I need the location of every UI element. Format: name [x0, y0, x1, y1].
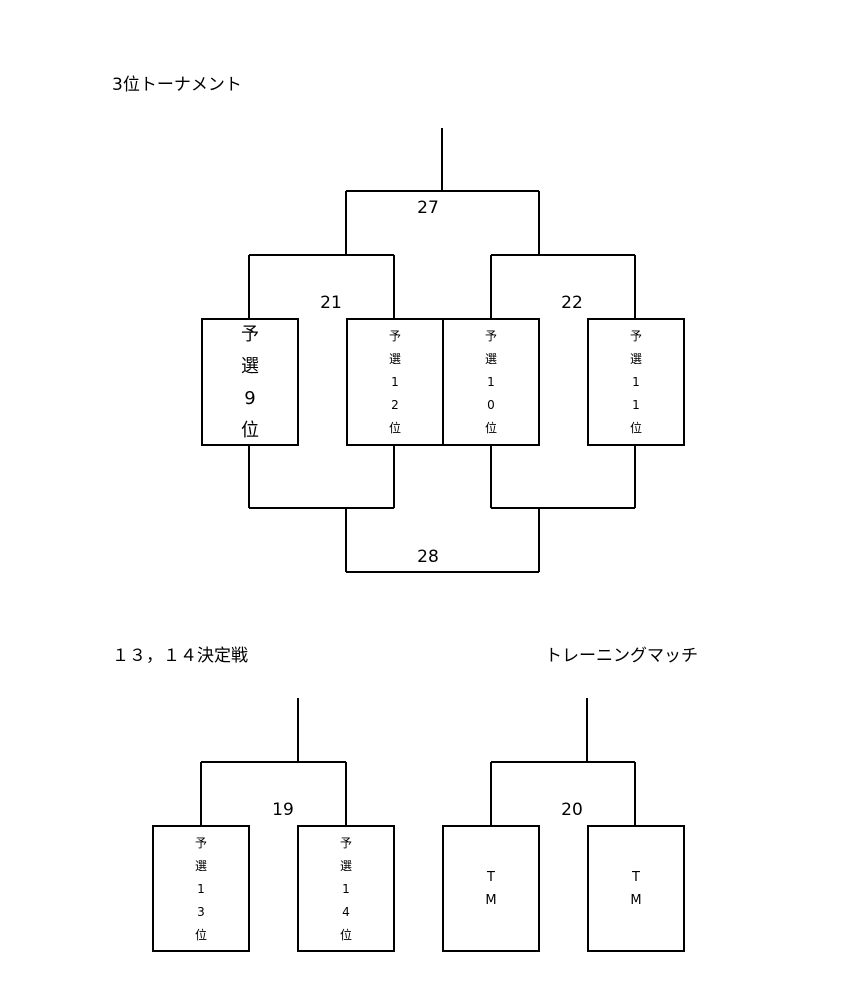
- entry-char: 位: [339, 928, 352, 942]
- entry-char: 1: [391, 375, 399, 389]
- entry-box-tm-right: T M: [587, 825, 685, 952]
- entry-char: 選: [194, 859, 207, 873]
- match-number-27: 27: [417, 198, 439, 218]
- entry-char: 選: [629, 352, 642, 366]
- entry-char: 選: [241, 356, 259, 377]
- entry-box-qualifier-9: 予 選 9 位: [201, 318, 299, 446]
- entry-box-qualifier-14: 予 選 1 4 位: [297, 825, 395, 952]
- entry-box-qualifier-10: 予 選 1 0 位: [442, 318, 540, 446]
- entry-char: 位: [241, 420, 259, 441]
- entry-char: 1: [342, 882, 350, 896]
- entry-char: 3: [197, 905, 205, 919]
- entry-box-qualifier-12: 予 選 1 2 位: [346, 318, 444, 446]
- entry-box-tm-left: T M: [442, 825, 540, 952]
- entry-char: 選: [339, 859, 352, 873]
- entry-char: 予: [629, 329, 642, 343]
- entry-char: 選: [388, 352, 401, 366]
- entry-char: M: [485, 893, 497, 908]
- entry-char: 予: [339, 836, 352, 850]
- entry-box-qualifier-13: 予 選 1 3 位: [152, 825, 250, 952]
- match-number-22: 22: [561, 293, 583, 313]
- entry-char: 位: [388, 421, 401, 435]
- entry-char: 0: [487, 398, 495, 412]
- entry-box-qualifier-11: 予 選 1 1 位: [587, 318, 685, 446]
- entry-char: 位: [194, 928, 207, 942]
- section-title-third-place: 3位トーナメント: [112, 75, 242, 95]
- entry-char: 4: [342, 905, 350, 919]
- entry-char: 9: [244, 388, 256, 409]
- match-number-28: 28: [417, 547, 439, 567]
- entry-char: 予: [194, 836, 207, 850]
- entry-char: 1: [197, 882, 205, 896]
- entry-char: 位: [484, 421, 497, 435]
- entry-char: 1: [487, 375, 495, 389]
- section-title-13-14: １３，１４決定戦: [112, 646, 248, 666]
- entry-char: 選: [484, 352, 497, 366]
- entry-char: 予: [388, 329, 401, 343]
- entry-char: 予: [241, 324, 259, 345]
- match-number-19: 19: [272, 800, 294, 820]
- entry-char: 1: [632, 375, 640, 389]
- entry-char: M: [630, 893, 642, 908]
- section-title-training: トレーニングマッチ: [545, 646, 698, 666]
- entry-char: T: [632, 870, 640, 885]
- match-number-21: 21: [320, 293, 342, 313]
- entry-char: 予: [484, 329, 497, 343]
- entry-char: 1: [632, 398, 640, 412]
- entry-char: T: [487, 870, 495, 885]
- entry-char: 位: [629, 421, 642, 435]
- entry-char: 2: [391, 398, 399, 412]
- match-number-20: 20: [561, 800, 583, 820]
